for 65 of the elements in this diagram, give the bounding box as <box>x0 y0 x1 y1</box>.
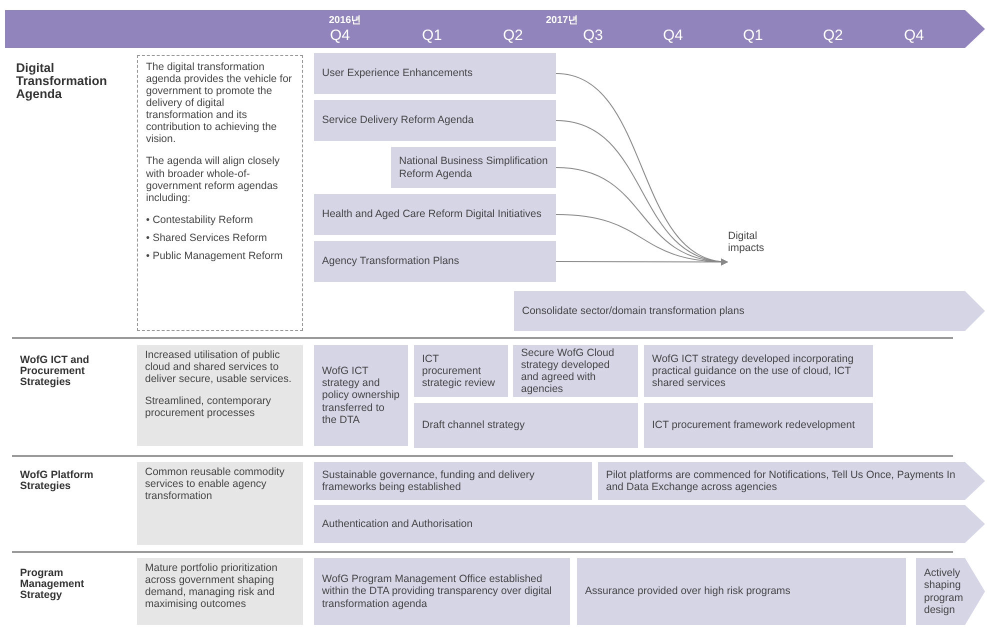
task-box <box>414 403 638 448</box>
node-text: WofG ICT strategy developed incorporating practical guidance on the use of cloud, ICT shared services <box>652 352 855 390</box>
curved-arrow <box>556 258 728 266</box>
task-box <box>414 345 508 397</box>
quarter-label: Q1 <box>422 27 442 44</box>
node-text: Agency Transformation Plans <box>322 255 460 268</box>
node-text: Secure WofG Cloud strategy developed and agreed with agencies <box>521 346 616 396</box>
year-label: 2016년 <box>328 14 362 27</box>
goal-box <box>137 462 303 545</box>
quarter-label: Q3 <box>583 27 603 44</box>
task-box <box>314 558 570 625</box>
task-box <box>314 100 556 141</box>
chevron-bar <box>514 291 985 331</box>
node-text: Streamlined, contemporary procurement processes <box>145 395 272 420</box>
node-text: Actively shaping program design <box>924 567 961 616</box>
node-text: Authentication and Authorisation <box>322 518 474 530</box>
task-box <box>391 147 556 188</box>
task-box <box>314 462 592 500</box>
task-box <box>644 345 873 397</box>
description-box <box>137 55 303 331</box>
chevron-bar <box>916 558 985 625</box>
quarter-label: Q2 <box>503 27 523 44</box>
node-text: Mature portfolio prioritization across government shaping demand, managing risk and maximising outcomes <box>145 562 278 610</box>
row-heading: WofG Platform Strategies <box>20 470 94 492</box>
quarter-label: Q4 <box>330 27 350 44</box>
bullet-item: • Contestability Reform <box>146 214 254 226</box>
node-text: Health and Aged Care Reform Digital Initiatives <box>322 208 542 221</box>
node-text: Consolidate sector/domain transformation plans <box>522 304 746 318</box>
quarter-label: Q4 <box>663 27 683 44</box>
task-box <box>644 403 873 448</box>
row-heading: Program Management Strategy <box>20 568 86 602</box>
row-heading: Digital Transformation Agenda <box>16 62 108 102</box>
chevron-bar <box>314 505 985 543</box>
task-box <box>314 194 556 235</box>
node-text: WofG ICT strategy and policy ownership transferred to the DTA <box>322 365 400 426</box>
node-text: Assurance provided over high risk programs <box>585 585 792 598</box>
task-box <box>314 53 556 94</box>
task-box <box>513 345 638 397</box>
task-box <box>314 241 556 282</box>
node-text: ICT procurement framework redevelopment <box>652 419 856 432</box>
task-box <box>314 345 408 446</box>
node-text: Digital impacts <box>728 230 766 254</box>
node-text: Increased utilisation of public cloud and shared services to deliver secure, usable services. <box>145 349 292 386</box>
task-box <box>577 558 906 625</box>
chevron-bar <box>598 462 985 500</box>
row-heading: WofG ICT and Procurement Strategies <box>20 355 90 388</box>
node-text: National Business Simplification Reform Agenda <box>399 155 548 180</box>
node-text: Common reusable commodity services to enable agency transformation <box>145 466 286 502</box>
node-text: WofG Program Management Office established within the DTA providing transparency over digital transformation agenda <box>322 573 553 610</box>
goal-box <box>137 558 303 625</box>
bullet-item: • Public Management Reform <box>146 250 284 262</box>
node-text: Sustainable governance, funding and delivery frameworks being established <box>322 468 536 494</box>
node-text: Draft channel strategy <box>422 419 526 432</box>
quarter-label: Q2 <box>823 27 843 44</box>
node-text: The digital transformation agenda provides the vehicle for government to promote the delivery of digital transformation and its contribution to achieving the vision. <box>146 61 293 146</box>
node-text: The agenda will align closely with broader whole-of-government reform agendas including: <box>146 155 281 204</box>
goal-box <box>137 345 303 446</box>
quarter-label: Q1 <box>743 27 763 44</box>
year-label: 2017년 <box>546 14 578 27</box>
node-text: User Experience Enhancements <box>322 67 474 80</box>
node-text: ICT procurement strategic review <box>422 352 496 390</box>
node-text: Service Delivery Reform Agenda <box>322 114 475 127</box>
quarter-label: Q4 <box>904 27 924 44</box>
bullet-item: • Shared Services Reform <box>146 232 268 244</box>
node-text: Pilot platforms are commenced for Notifications, Tell Us Once, Payments In and Data Exchange across agencies <box>606 468 956 494</box>
